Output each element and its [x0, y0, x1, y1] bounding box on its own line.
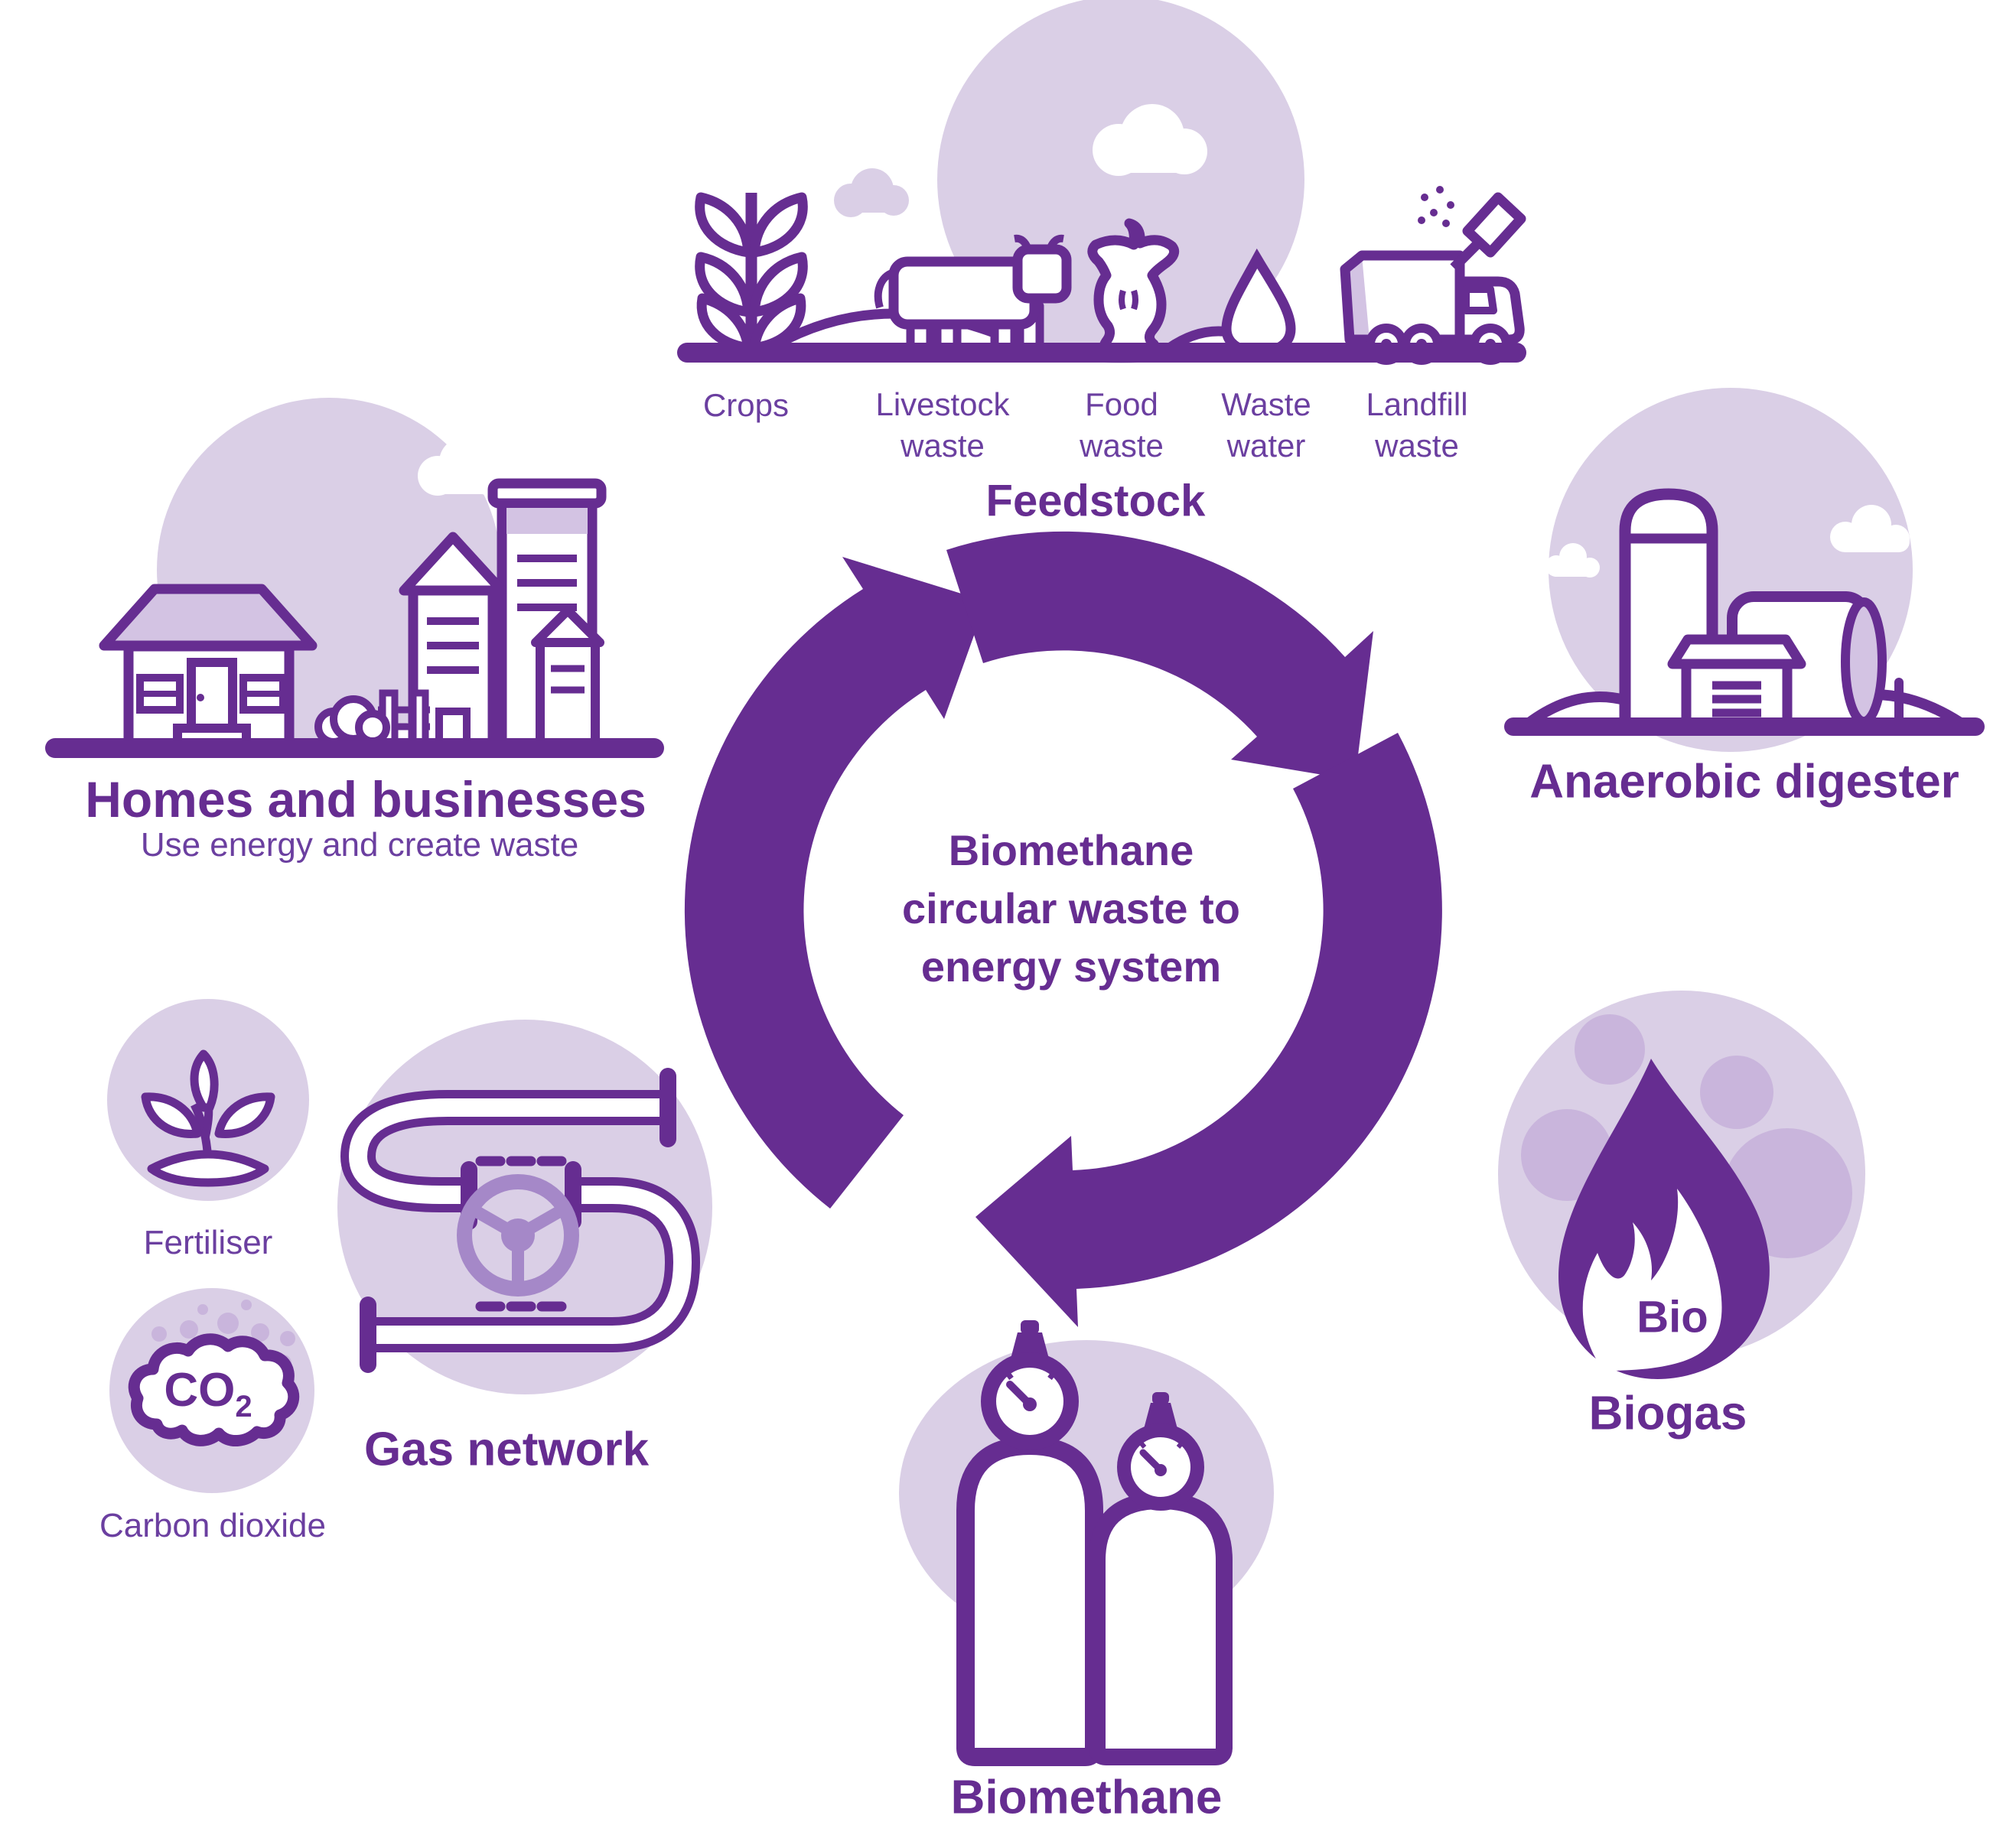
cycle-arrows-icon: [684, 531, 1442, 1327]
feedstock-title: Feedstock: [985, 476, 1206, 526]
gas-bubbles: [1521, 1014, 1852, 1258]
wheat-icon: [695, 192, 808, 353]
farm-silo-icon: [1504, 488, 1985, 736]
cloud-icon: [1093, 104, 1207, 176]
cloud-icon: [418, 438, 508, 496]
anaerobic-digester-title: Anaerobic digester: [1529, 755, 1959, 809]
cloud-icon: [834, 168, 909, 217]
gas-network-title: Gas network: [363, 1423, 650, 1476]
flame-icon: [1521, 1014, 1852, 1379]
garbage-truck-icon: [1340, 186, 1526, 365]
feedstock-item-label-crops: Crops: [702, 387, 790, 423]
center-title: Biomethane circular waste to energy syst…: [902, 826, 1240, 991]
biomethane-title: Biomethane: [950, 1771, 1223, 1822]
carbon-dioxide-label: Carbon dioxide: [99, 1507, 326, 1544]
valve-wheel: [457, 1174, 579, 1297]
biogas-title: Biogas: [1588, 1387, 1747, 1440]
seedling-icon: [141, 1049, 275, 1187]
fertiliser-label: Fertiliser: [143, 1224, 273, 1261]
gas-flow-dashes: [475, 1156, 567, 1312]
homes-title: Homes and businesses: [85, 771, 646, 828]
flame-bio-text: Bio: [1637, 1292, 1708, 1342]
apple-core-icon: [1087, 218, 1180, 356]
gas-cylinders-icon: [956, 1320, 1233, 1766]
pipe-valve-icon: [340, 1068, 701, 1373]
co2-formula: CO2: [164, 1364, 252, 1423]
feedstock-scene: [677, 104, 1526, 365]
co2-cloud-icon: [128, 1300, 300, 1446]
homes-subtitle: Use energy and create waste: [140, 826, 579, 864]
cloud-icon: [1545, 505, 1910, 578]
house-buildings-icon: [45, 438, 664, 758]
